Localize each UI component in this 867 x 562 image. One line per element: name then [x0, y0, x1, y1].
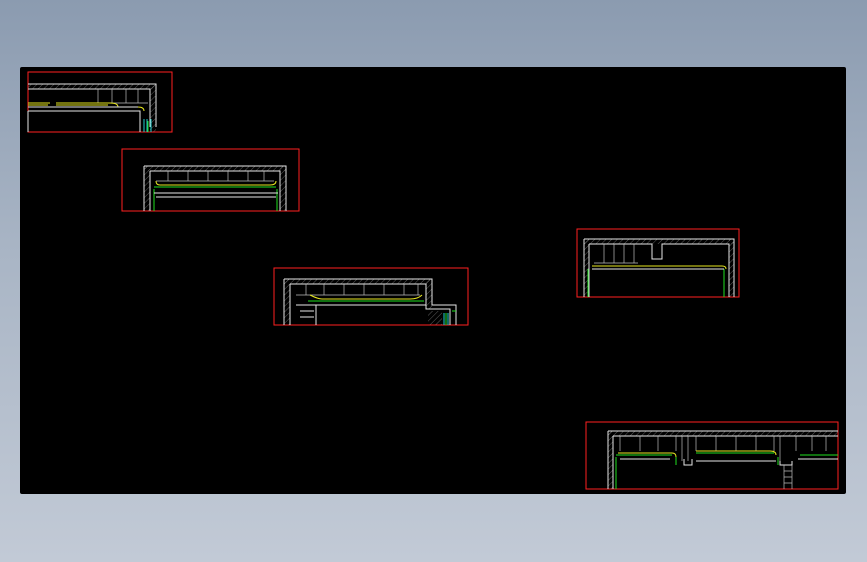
detail-3-frame: [273, 267, 469, 326]
detail-5[interactable]: [585, 421, 839, 490]
cad-viewport[interactable]: [20, 67, 846, 494]
detail-1-frame: [27, 71, 173, 133]
detail-1-slab: [28, 84, 156, 89]
detail-2-frame: [121, 148, 300, 212]
detail-3[interactable]: [273, 267, 469, 326]
detail-1[interactable]: [27, 71, 173, 133]
detail-2[interactable]: [121, 148, 300, 212]
cad-drawing-canvas: [27, 71, 839, 490]
detail-4[interactable]: [576, 228, 740, 298]
detail-4-frame: [576, 228, 740, 298]
